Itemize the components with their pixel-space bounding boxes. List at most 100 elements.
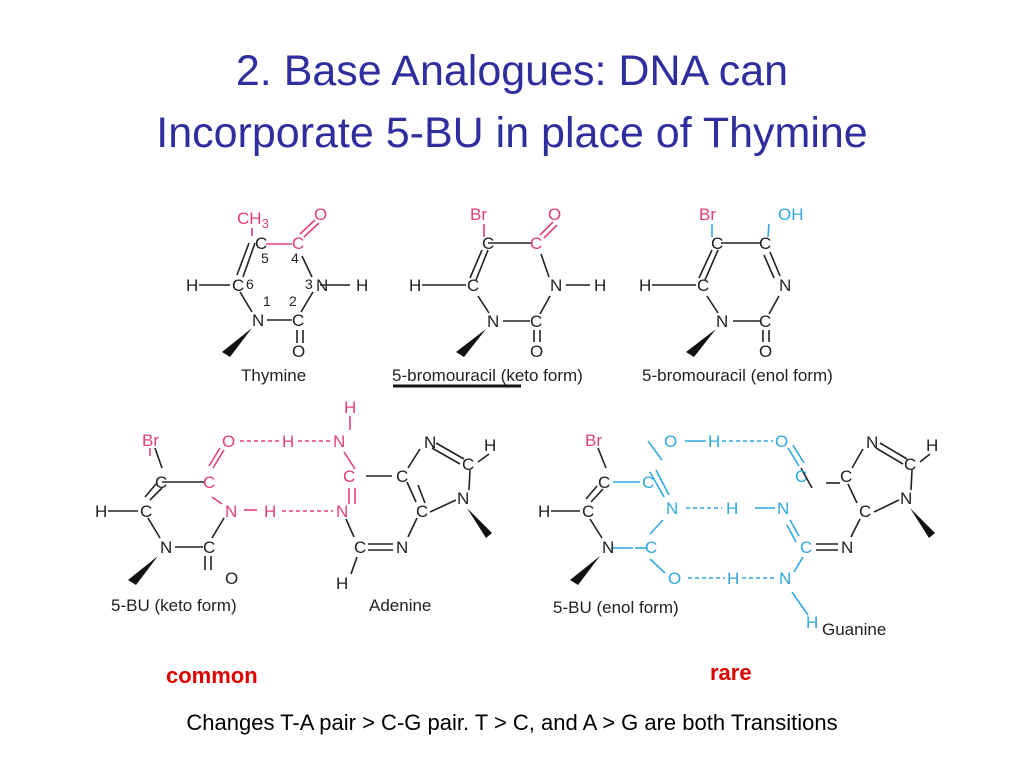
adenine-h6: H xyxy=(344,398,356,417)
pair2-c2: C xyxy=(645,538,657,557)
guanine-wedge xyxy=(910,508,935,538)
guanine-c8: C xyxy=(904,455,916,474)
keto-wedge xyxy=(456,329,486,357)
pair2-wedge xyxy=(570,556,600,585)
pair1-c5: C xyxy=(155,473,167,492)
pair2-c4: C xyxy=(642,473,654,492)
pair2-right-caption: Guanine xyxy=(822,620,886,639)
thymine-c5: C xyxy=(255,234,267,253)
pair2-c5: C xyxy=(598,473,610,492)
guanine-n3: N xyxy=(841,538,853,557)
thymine-c6: C xyxy=(232,276,244,295)
enol-h6: H xyxy=(639,276,651,295)
enol-n3: N xyxy=(779,276,791,295)
slide-title-line-1: 2. Base Analogues: DNA can xyxy=(235,47,789,95)
keto-c2: C xyxy=(530,312,542,331)
pair1-c6: C xyxy=(140,502,152,521)
keto-n3: N xyxy=(550,276,562,295)
adenine-wedge xyxy=(467,508,492,538)
adenine-c4: C xyxy=(416,502,428,521)
bromouracil-keto-structure: Br O C C H C N H N C O 5-bromouracil (ke… xyxy=(392,205,606,388)
keto-h3: H xyxy=(594,276,606,295)
guanine-h2a: H xyxy=(727,569,739,588)
adenine-c2: C xyxy=(354,538,366,557)
adenine-c5: C xyxy=(396,467,408,486)
enol-caption: 5-bromouracil (enol form) xyxy=(642,366,833,385)
keto-c5: C xyxy=(482,234,494,253)
thymine-num-4: 4 xyxy=(291,250,299,266)
pair1-c4: C xyxy=(203,473,215,492)
bromouracil-enol-structure: Br OH C C H C N N C O 5-bromouracil (eno… xyxy=(639,205,833,385)
enol-oh: OH xyxy=(778,205,804,224)
keto-adenine-pair: Br O H N H C C C C N H C N H C N H N C N… xyxy=(95,398,496,615)
thymine-wedge xyxy=(222,328,252,357)
thymine-caption: Thymine xyxy=(241,366,306,385)
adenine-c6: C xyxy=(343,467,355,486)
rare-label: rare xyxy=(710,660,752,685)
slide-title-line-2: Incorporate 5-BU in place of Thymine xyxy=(156,109,868,157)
pair1-wedge xyxy=(128,556,158,585)
pair2-o2: O xyxy=(668,569,681,588)
guanine-n1: N xyxy=(777,499,789,518)
guanine-c2: C xyxy=(800,538,812,557)
common-label: common xyxy=(166,663,258,688)
pair1-n3: N xyxy=(225,502,237,521)
adenine-n6: N xyxy=(333,432,345,451)
footer-caption: Changes T-A pair > C-G pair. T > C, and … xyxy=(186,710,838,735)
guanine-h2b: H xyxy=(806,613,818,632)
thymine-o4: O xyxy=(314,205,327,224)
thymine-o2: O xyxy=(292,342,305,361)
adenine-h8: H xyxy=(484,436,496,455)
thymine-num-5: 5 xyxy=(261,250,269,266)
thymine-ch3: CH3 xyxy=(237,209,269,231)
enol-c6: C xyxy=(697,276,709,295)
thymine-num-1: 1 xyxy=(263,293,271,309)
adenine-h2: H xyxy=(336,574,348,593)
guanine-h1: H xyxy=(726,499,738,518)
keto-o4: O xyxy=(548,205,561,224)
guanine-n7: N xyxy=(866,433,878,452)
enol-wedge xyxy=(686,329,716,357)
adenine-n1: N xyxy=(336,502,348,521)
keto-h6: H xyxy=(409,276,421,295)
enol-guanine-pair: Br O H O C C C C N H C N H C N H N C N C… xyxy=(538,431,938,639)
enol-c2: C xyxy=(759,312,771,331)
pair1-h-bond-top: H xyxy=(282,432,294,451)
pair1-o4: O xyxy=(222,432,235,451)
adenine-n7: N xyxy=(424,433,436,452)
pair1-right-caption: Adenine xyxy=(369,596,431,615)
keto-c6: C xyxy=(467,276,479,295)
adenine-n3: N xyxy=(396,538,408,557)
guanine-c5: C xyxy=(840,467,852,486)
pair2-n1: N xyxy=(602,538,614,557)
pair1-left-caption: 5-BU (keto form) xyxy=(111,596,237,615)
adenine-c8: C xyxy=(462,455,474,474)
pair1-o2: O xyxy=(225,569,238,588)
enol-c5: C xyxy=(711,234,723,253)
enol-br: Br xyxy=(699,205,716,224)
keto-o2: O xyxy=(530,342,543,361)
pair1-br: Br xyxy=(142,431,159,450)
guanine-o6: O xyxy=(775,432,788,451)
pair1-n1: N xyxy=(160,538,172,557)
guanine-c6: C xyxy=(795,467,807,486)
pair2-left-caption: 5-BU (enol form) xyxy=(553,598,679,617)
keto-n1: N xyxy=(487,312,499,331)
enol-o2: O xyxy=(759,342,772,361)
guanine-n9: N xyxy=(900,489,912,508)
thymine-c4: C xyxy=(292,234,304,253)
thymine-n3: N xyxy=(316,276,328,295)
adenine-n9: N xyxy=(457,489,469,508)
pair2-h6: H xyxy=(538,502,550,521)
pair1-h3: H xyxy=(264,502,276,521)
pair2-o4: O xyxy=(664,432,677,451)
pair2-n3: N xyxy=(666,499,678,518)
pair1-h6: H xyxy=(95,502,107,521)
guanine-h8: H xyxy=(926,436,938,455)
thymine-num-2: 2 xyxy=(289,293,297,309)
enol-c4: C xyxy=(759,234,771,253)
guanine-c4: C xyxy=(859,502,871,521)
keto-caption: 5-bromouracil (keto form) xyxy=(392,366,583,385)
keto-br: Br xyxy=(470,205,487,224)
